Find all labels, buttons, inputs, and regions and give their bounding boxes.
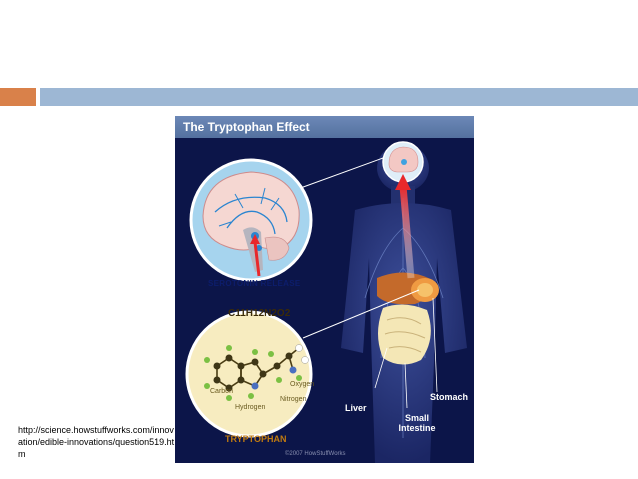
source-url[interactable]: http://science.howstuffworks.com/innovat… <box>18 425 175 459</box>
hydrogen-label: Hydrogen <box>235 404 266 411</box>
figure-title: The Tryptophan Effect <box>183 120 310 134</box>
tryptophan-figure: The Tryptophan Effect <box>175 116 474 463</box>
small-intestine-label: Small Intestine <box>398 413 436 433</box>
body-illustration <box>185 141 467 463</box>
accent-bar-blue <box>40 88 638 106</box>
liver-label: Liver <box>345 403 367 413</box>
stomach-label: Stomach <box>430 392 469 402</box>
copyright-text: ©2007 HowStuffWorks <box>285 451 346 457</box>
serotonin-arrow <box>399 185 415 279</box>
nitrogen-label: Nitrogen <box>280 396 307 403</box>
oxygen-label: Oxygen <box>290 381 315 388</box>
brain-cross-section <box>189 158 313 282</box>
molecule-diagram <box>185 310 313 438</box>
tryptophan-label: TRYPTOPHAN <box>225 434 287 444</box>
serotonin-release-label: SEROTONIN RELEASE <box>208 279 301 288</box>
carbon-label: Carbon <box>210 388 233 395</box>
molecular-formula: C11H12N2O2 <box>228 308 291 319</box>
organs <box>377 272 439 365</box>
accent-bar-orange <box>0 88 36 106</box>
figure-header: The Tryptophan Effect <box>175 116 474 138</box>
